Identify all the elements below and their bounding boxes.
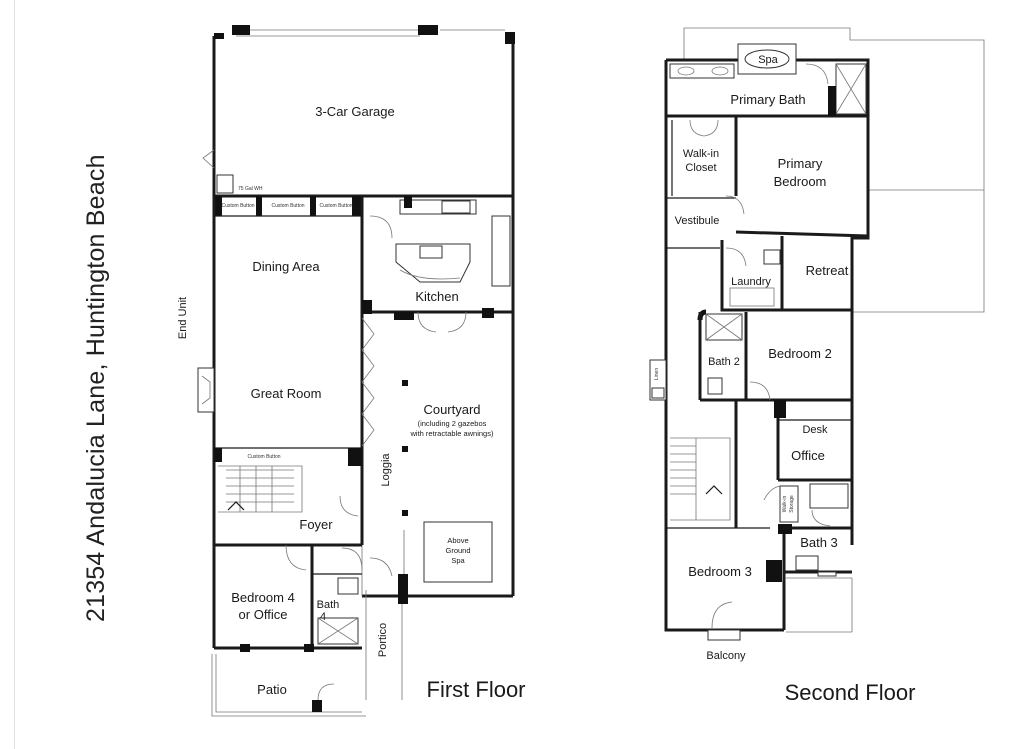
loggia-label: Loggia bbox=[380, 453, 392, 487]
vestibule bbox=[666, 230, 869, 249]
laundry-retreat bbox=[720, 236, 852, 312]
courtyard-label: Courtyard bbox=[423, 402, 480, 417]
bath-2-bedroom-2 bbox=[697, 309, 852, 402]
bedroom-2-label: Bedroom 2 bbox=[768, 346, 832, 361]
second-floor-plan: Spa Primary Bath Walk-in Closet Primary … bbox=[649, 27, 985, 705]
spa-label-line-3: Spa bbox=[451, 556, 465, 565]
garage-label: 3-Car Garage bbox=[315, 104, 394, 119]
bedroom-3-label: Bedroom 3 bbox=[688, 564, 752, 579]
spa-label-line-1: Above bbox=[447, 536, 468, 545]
bedroom-4-label-line-2: or Office bbox=[239, 607, 288, 622]
end-unit-label: End Unit bbox=[177, 297, 189, 339]
patio-label: Patio bbox=[257, 682, 287, 697]
laundry-label: Laundry bbox=[731, 276, 771, 288]
retreat-label: Retreat bbox=[806, 263, 849, 278]
foyer-label: Foyer bbox=[299, 517, 333, 532]
walk-in-storage-label-line-1: Walk-in bbox=[782, 496, 788, 513]
primary-bedroom-label-line-1: Primary bbox=[778, 156, 823, 171]
bath-2-label: Bath 2 bbox=[708, 356, 740, 368]
roof-outline bbox=[683, 27, 985, 313]
bath-4-label-line-1: Bath bbox=[317, 599, 340, 611]
bedroom-3-balcony bbox=[666, 527, 853, 641]
primary-bedroom-label-line-2: Bedroom bbox=[774, 174, 827, 189]
second-east-wall bbox=[850, 116, 870, 545]
spa-second-floor-label: Spa bbox=[758, 54, 778, 66]
second-north-wall bbox=[666, 58, 870, 116]
first-floor-plan: 3-Car Garage 75 Gal WH Custom Button Cus… bbox=[177, 25, 526, 717]
second-west-wall bbox=[664, 60, 784, 632]
bath-3-label: Bath 3 bbox=[800, 535, 838, 550]
walk-in-closet bbox=[666, 116, 745, 215]
custom-button-label-2: Custom Button bbox=[271, 203, 304, 209]
dining-area-label: Dining Area bbox=[252, 259, 320, 274]
walk-in-closet-label-line-1: Walk-in bbox=[683, 148, 719, 160]
walk-in-storage-label-line-2: Storage bbox=[789, 495, 795, 513]
custom-button-label-3: Custom Button bbox=[319, 203, 352, 209]
walk-in-closet-label-line-2: Closet bbox=[685, 162, 716, 174]
custom-button-label-4: Custom Button bbox=[247, 454, 280, 460]
walk-in-storage bbox=[763, 485, 799, 523]
courtyard-area bbox=[361, 380, 513, 604]
custom-button-label-1: Custom Button bbox=[221, 203, 254, 209]
primary-bath bbox=[666, 43, 868, 118]
kitchen-fixtures bbox=[362, 196, 513, 333]
portico bbox=[365, 557, 403, 700]
vestibule-label: Vestibule bbox=[675, 215, 720, 227]
linen-closet bbox=[649, 359, 667, 401]
patio bbox=[211, 654, 366, 717]
floor-plan-frame bbox=[14, 0, 1024, 749]
bedroom-4-label-line-1: Bedroom 4 bbox=[231, 590, 295, 605]
courtyard-note-line-1: (including 2 gazebos bbox=[418, 419, 487, 428]
portico-label: Portico bbox=[377, 623, 389, 657]
balcony-label: Balcony bbox=[706, 650, 746, 662]
primary-bath-label: Primary Bath bbox=[730, 92, 805, 107]
courtyard-note-line-2: with retractable awnings) bbox=[410, 429, 494, 438]
linen-label: Linen bbox=[654, 368, 660, 380]
great-room-label: Great Room bbox=[251, 386, 322, 401]
office-label: Office bbox=[791, 448, 825, 463]
folding-doors bbox=[361, 317, 375, 447]
kitchen-label: Kitchen bbox=[415, 289, 458, 304]
bath-4-label-line-2: 4 bbox=[320, 611, 326, 623]
foyer-stairs bbox=[214, 447, 362, 547]
custom-button-cabinets bbox=[214, 196, 362, 217]
spa-label-line-2: Ground bbox=[445, 546, 470, 555]
fireplace bbox=[197, 367, 215, 413]
bedroom-4-bath-4 bbox=[214, 544, 363, 652]
second-floor-title: Second Floor bbox=[785, 680, 916, 705]
office bbox=[774, 400, 852, 482]
first-floor-title: First Floor bbox=[427, 677, 526, 702]
second-floor-stairs bbox=[670, 400, 738, 528]
desk-label: Desk bbox=[802, 424, 828, 436]
water-heater-label: 75 Gal WH bbox=[238, 186, 263, 192]
bath-3 bbox=[778, 483, 852, 630]
